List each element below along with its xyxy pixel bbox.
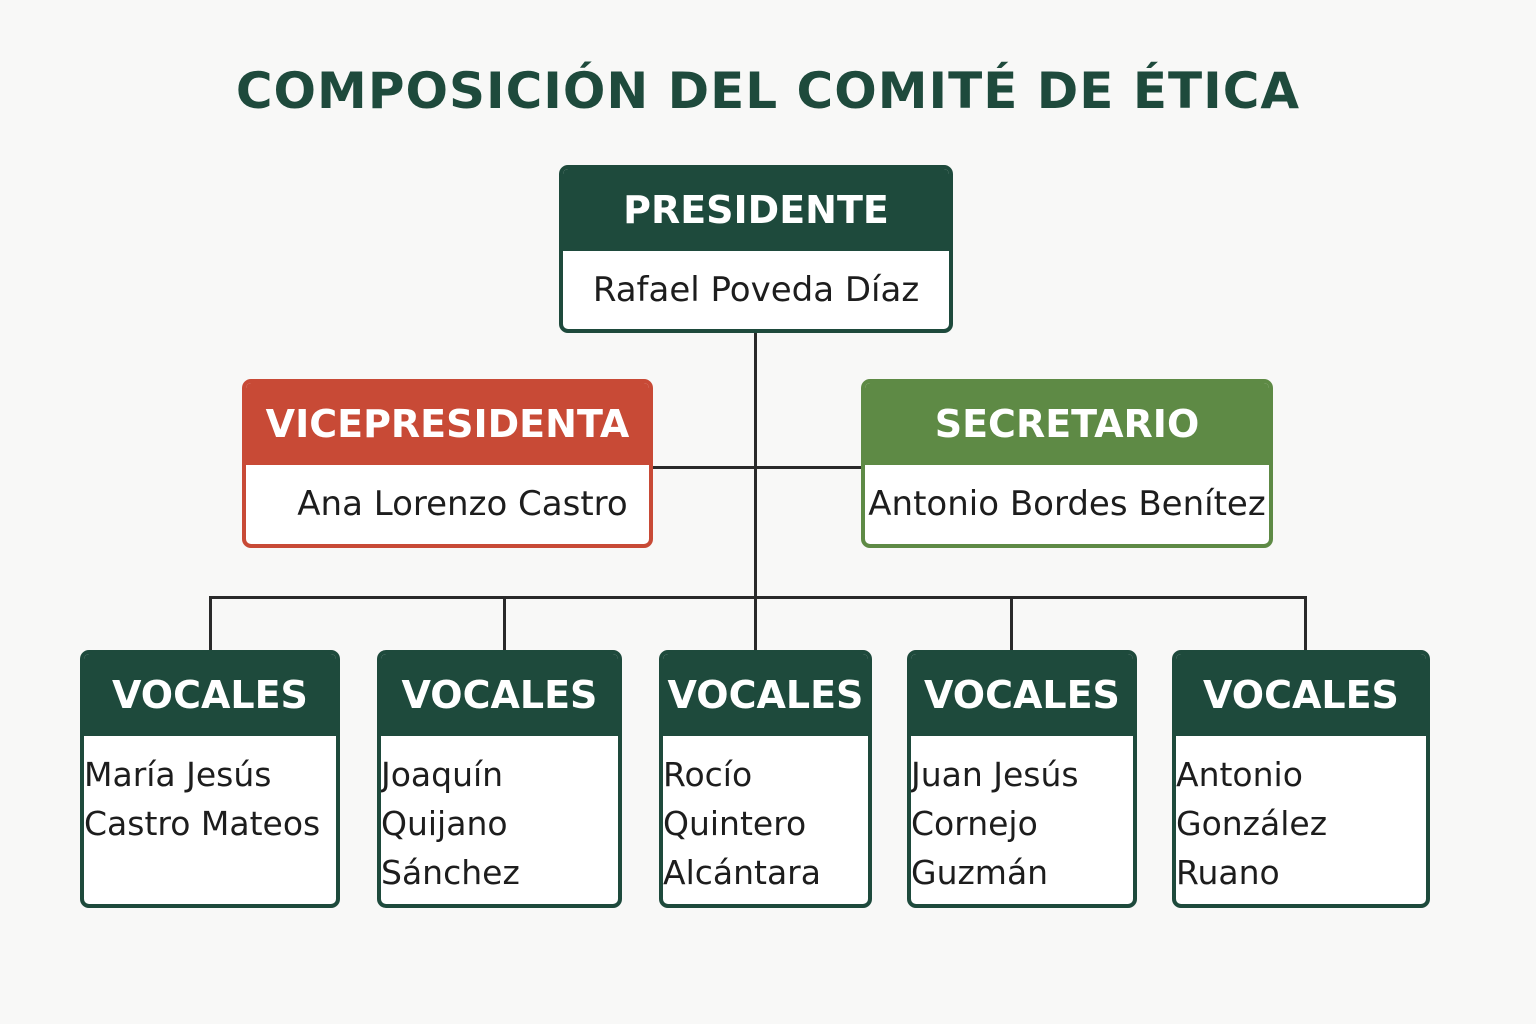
vocal-name-line: Antonio [1176,755,1303,794]
president-name: Rafael Poveda Díaz [592,269,920,310]
vocal-name-line: Castro Mateos [84,804,321,843]
vocal-name-line: Quintero [663,804,807,843]
connector-line [209,596,212,652]
secretary-box: SECRETARIO Antonio Bordes Benítez [861,379,1273,548]
vocal-role: VOCALES [911,654,1133,736]
secretary-role: SECRETARIO [865,383,1269,465]
chart-title: COMPOSICIÓN DEL COMITÉ DE ÉTICA [235,62,1301,120]
vocal-name-line: Joaquín [381,755,504,794]
vocal-role: VOCALES [381,654,618,736]
vocal-name-line: Juan Jesús [911,755,1079,794]
president-role: PRESIDENTE [563,169,949,251]
connector-line [209,596,1307,599]
vocal-name-line: Alcántara [663,853,821,892]
secretary-name: Antonio Bordes Benítez [868,483,1266,524]
vocal-name-line: Guzmán [911,853,1049,892]
connector-line [1010,596,1013,652]
connector-line [503,596,506,652]
president-box: PRESIDENTE Rafael Poveda Díaz [559,165,953,333]
vocal-name-line: González [1176,804,1328,843]
vocal-role: VOCALES [84,654,336,736]
vocal-role: VOCALES [663,654,868,736]
vocal-name-line: Cornejo [911,804,1038,843]
vocal-name-line: Rocío [663,755,753,794]
vocal-name-line: Ruano [1176,853,1280,892]
vice-role: VICEPRESIDENTA [246,383,649,465]
vocal-name-line: Quijano [381,804,508,843]
connector-line [650,466,863,469]
connector-line [754,332,757,652]
vocal-role: VOCALES [1176,654,1426,736]
connector-line [1304,596,1307,652]
vocal-name-line: Sánchez [381,853,520,892]
vocal-name-line: María Jesús [84,755,272,794]
vice-box: VICEPRESIDENTA Ana Lorenzo Castro [242,379,653,548]
vice-name: Ana Lorenzo Castro [297,483,628,524]
